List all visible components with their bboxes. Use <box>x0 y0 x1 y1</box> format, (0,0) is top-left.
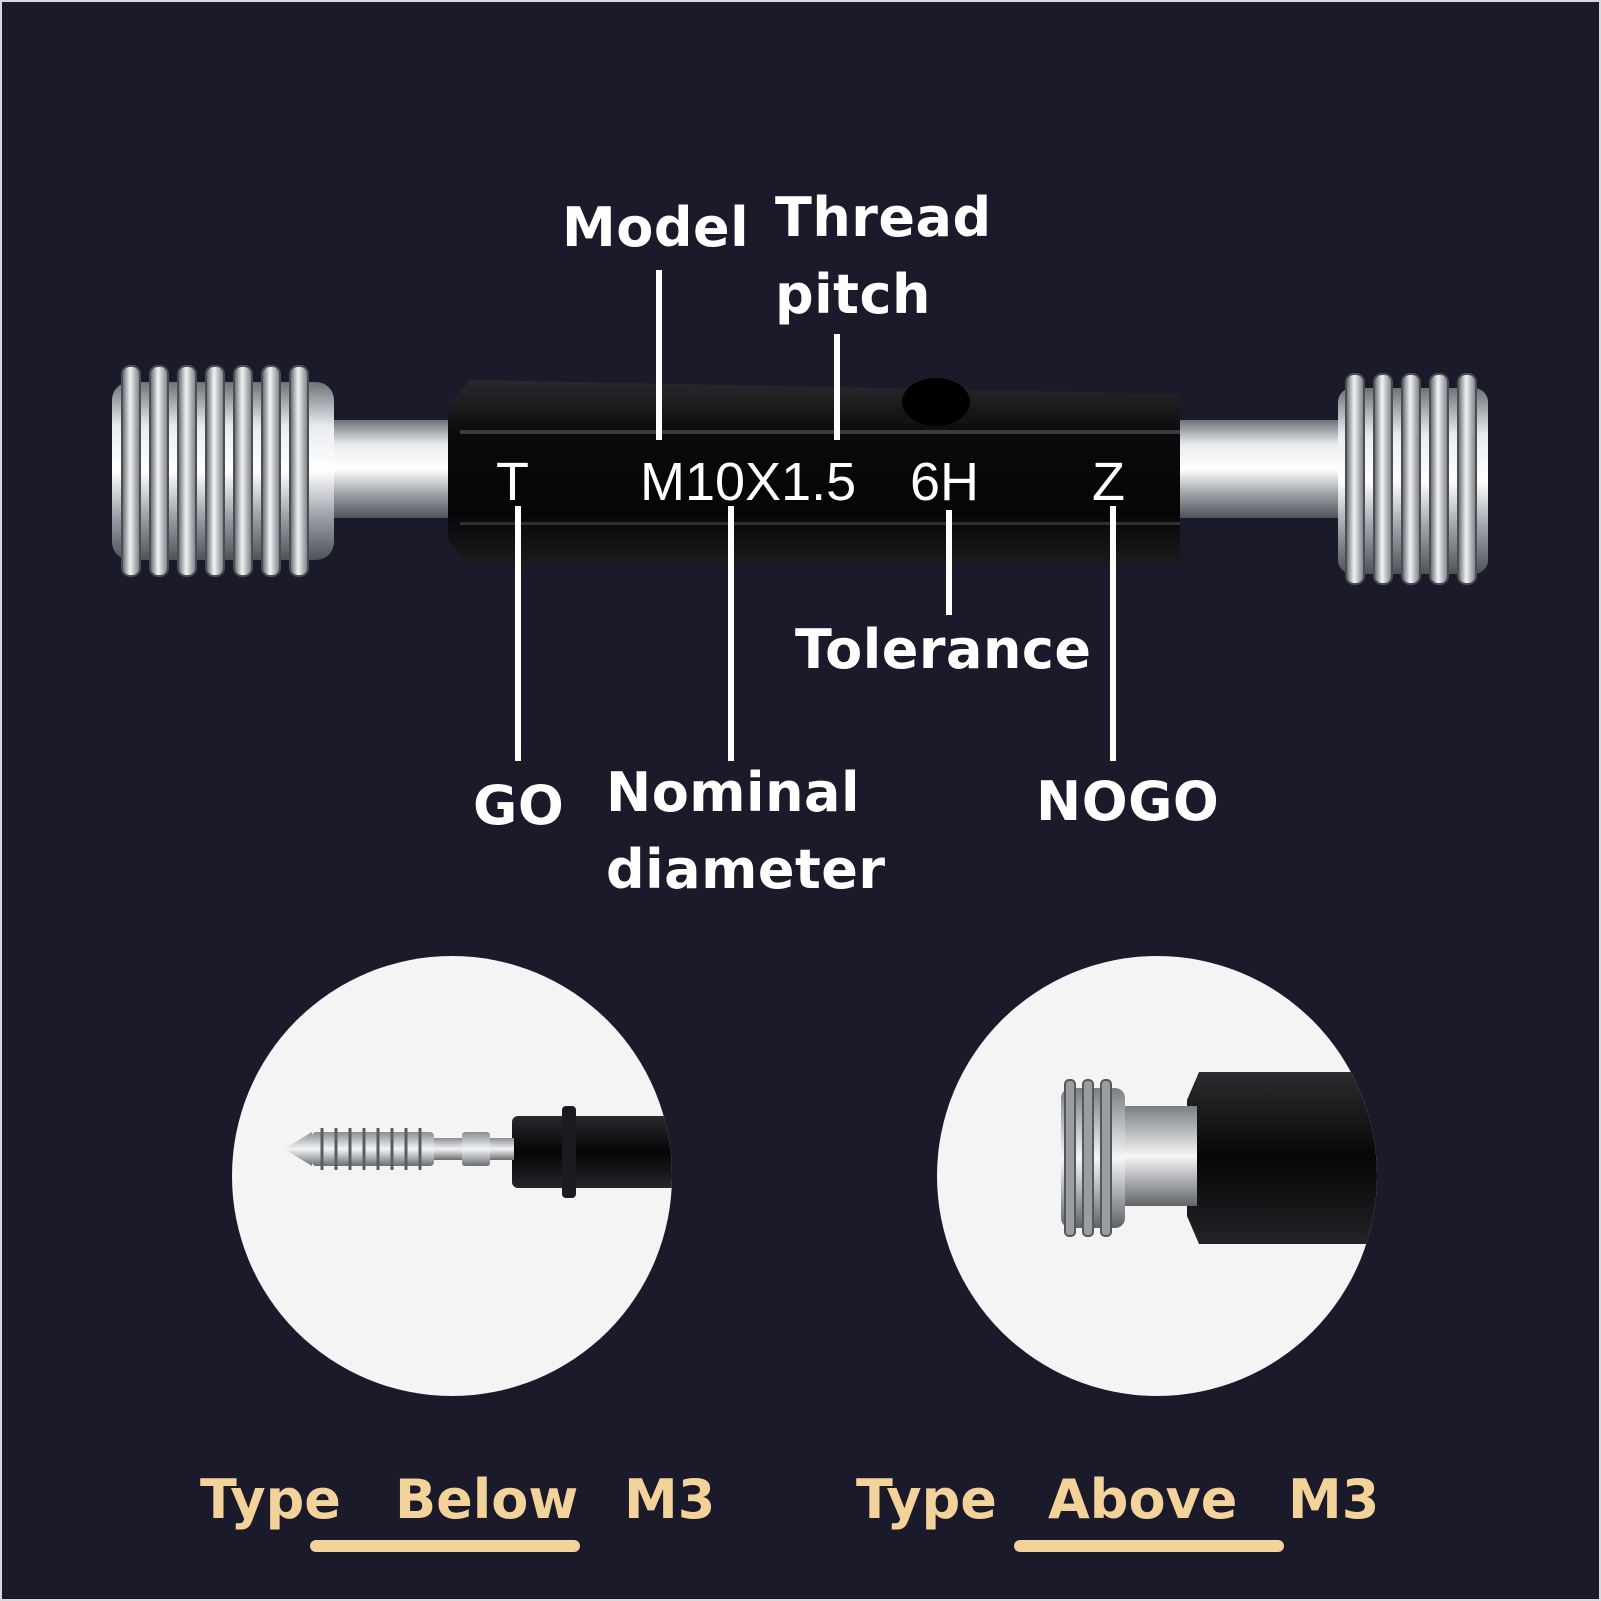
large-thread-plug-gauge-photo <box>937 956 1377 1396</box>
tolerance-label: Tolerance <box>795 618 1092 681</box>
thread-pitch-label: Thread pitch <box>775 186 992 326</box>
type-below-word1: Type <box>200 1468 341 1531</box>
nogo-shaft <box>1175 420 1345 518</box>
nominal-diameter-label: Nominal diameter <box>606 761 886 901</box>
thread-pitch-leader-line <box>834 334 840 440</box>
model-label: Model <box>562 196 750 259</box>
thread-plug-gauge-illustration <box>112 365 1488 585</box>
type-above-word1: Type <box>856 1468 997 1531</box>
type-above-word3: M3 <box>1288 1468 1380 1531</box>
nogo-label: NOGO <box>1036 770 1220 833</box>
type-below-word3: M3 <box>624 1468 716 1531</box>
nogo-leader-line <box>1110 506 1116 761</box>
tolerance-class-marking: 6H <box>910 452 980 512</box>
go-end-marking: T <box>496 452 529 512</box>
nogo-thread-end <box>1338 373 1488 585</box>
go-leader-line <box>515 506 521 761</box>
nogo-end-marking: Z <box>1092 452 1125 512</box>
type-below-word2: Below <box>395 1468 579 1531</box>
handle-hole <box>902 378 970 426</box>
thread-size-marking: M10X1.5 <box>640 452 857 512</box>
type-below-underline <box>310 1540 580 1552</box>
tolerance-leader-line <box>946 510 952 615</box>
go-thread-end <box>112 365 334 577</box>
type-above-word2: Above <box>1048 1468 1238 1531</box>
go-label: GO <box>473 774 565 837</box>
nominal-diameter-leader-line <box>728 506 734 761</box>
model-leader-line <box>656 270 662 440</box>
type-above-underline <box>1014 1540 1284 1552</box>
small-thread-plug-gauge-photo <box>232 956 672 1396</box>
gauge-handle <box>448 378 1180 566</box>
